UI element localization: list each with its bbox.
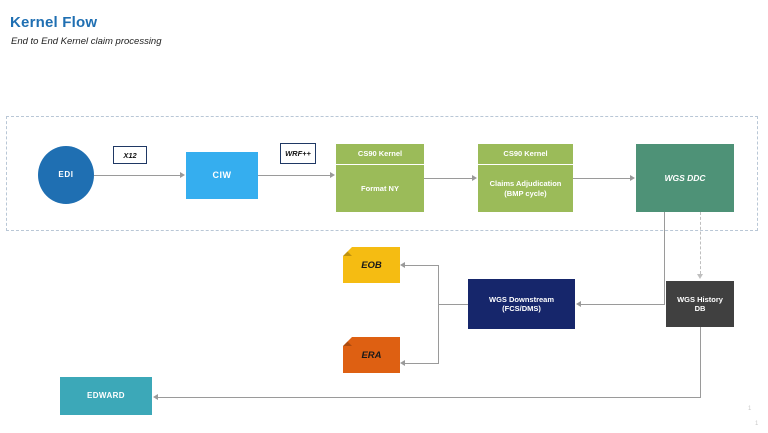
node-cs90-kernel-claims-adjudication[interactable]: CS90 Kernel Claims Adjudication (BMP cyc… xyxy=(478,144,573,212)
arrowhead-edi-to-ciw xyxy=(180,171,185,178)
node-era-label: ERA xyxy=(361,349,382,361)
arrowhead-wgsddc-to-history-db xyxy=(696,274,703,279)
arrowhead-kernel1-to-kernel2 xyxy=(472,174,477,181)
node-edward[interactable]: EDWARD xyxy=(60,377,152,415)
arrowhead-branch-to-eob xyxy=(400,261,405,268)
data-label-x12: X12 xyxy=(113,146,147,164)
document-fold-icon xyxy=(343,247,352,256)
node-edward-label: EDWARD xyxy=(87,391,125,400)
node-kernel1-header: CS90 Kernel xyxy=(336,144,424,165)
data-label-x12-text: X12 xyxy=(123,150,137,160)
node-wgs-history-db-line2: DB xyxy=(694,304,706,313)
node-edi-label: EDI xyxy=(58,170,74,179)
node-kernel2-body-line2: (BMP cycle) xyxy=(504,188,547,198)
node-edi[interactable]: EDI xyxy=(38,146,94,204)
connector-downstream-branch-vertical xyxy=(438,265,439,363)
node-wgs-history-db[interactable]: WGS History DB xyxy=(666,281,734,327)
page-number-secondary: 1 xyxy=(755,421,759,427)
node-kernel2-body: Claims Adjudication (BMP cycle) xyxy=(478,165,573,212)
document-fold-icon xyxy=(343,337,352,346)
connector-branch-to-era xyxy=(405,363,439,364)
connector-wgsddc-to-history-db xyxy=(700,212,701,274)
connector-wgsddc-drop xyxy=(664,212,665,304)
node-cs90-kernel-format-ny[interactable]: CS90 Kernel Format NY xyxy=(336,144,424,212)
node-ciw[interactable]: CIW xyxy=(186,152,258,199)
page-title: Kernel Flow xyxy=(10,14,98,31)
connector-history-db-to-edward xyxy=(158,397,701,398)
connector-ciw-to-kernel1 xyxy=(258,175,330,176)
arrowhead-kernel2-to-wgsddc xyxy=(630,174,635,181)
arrowhead-wgsddc-to-downstream xyxy=(576,300,581,307)
connector-kernel2-to-wgsddc xyxy=(573,178,630,179)
arrowhead-ciw-to-kernel1 xyxy=(330,171,335,178)
page-number: 1 xyxy=(748,406,752,412)
connector-downstream-output-stub xyxy=(438,304,468,305)
data-label-wrf: WRF++ xyxy=(280,143,316,164)
node-era[interactable]: ERA xyxy=(343,337,400,373)
node-kernel2-header: CS90 Kernel xyxy=(478,144,573,165)
kernel-phase-container xyxy=(6,116,758,231)
connector-history-db-drop xyxy=(700,327,701,397)
node-kernel2-body-line1: Claims Adjudication xyxy=(489,179,562,189)
node-eob-label: EOB xyxy=(361,259,382,271)
data-label-wrf-text: WRF++ xyxy=(285,149,311,158)
node-wgs-history-db-line1: WGS History xyxy=(677,294,723,304)
connector-branch-to-eob xyxy=(405,265,439,266)
node-wgs-downstream-line1: WGS Downstream xyxy=(488,294,554,304)
page-subtitle: End to End Kernel claim processing xyxy=(11,36,162,47)
node-wgs-ddc[interactable]: WGS DDC xyxy=(636,144,734,212)
node-kernel1-body: Format NY xyxy=(361,183,399,193)
connector-wgsddc-to-downstream xyxy=(581,304,665,305)
arrowhead-history-db-to-edward xyxy=(153,393,158,400)
connector-edi-to-ciw xyxy=(94,175,180,176)
node-wgs-downstream-line2: (FCS/DMS) xyxy=(502,304,541,313)
node-eob[interactable]: EOB xyxy=(343,247,400,283)
connector-kernel1-to-kernel2 xyxy=(424,178,472,179)
arrowhead-branch-to-era xyxy=(400,359,405,366)
node-wgs-downstream[interactable]: WGS Downstream (FCS/DMS) xyxy=(468,279,575,329)
node-wgs-ddc-label: WGS DDC xyxy=(664,172,706,183)
node-ciw-label: CIW xyxy=(212,169,232,180)
